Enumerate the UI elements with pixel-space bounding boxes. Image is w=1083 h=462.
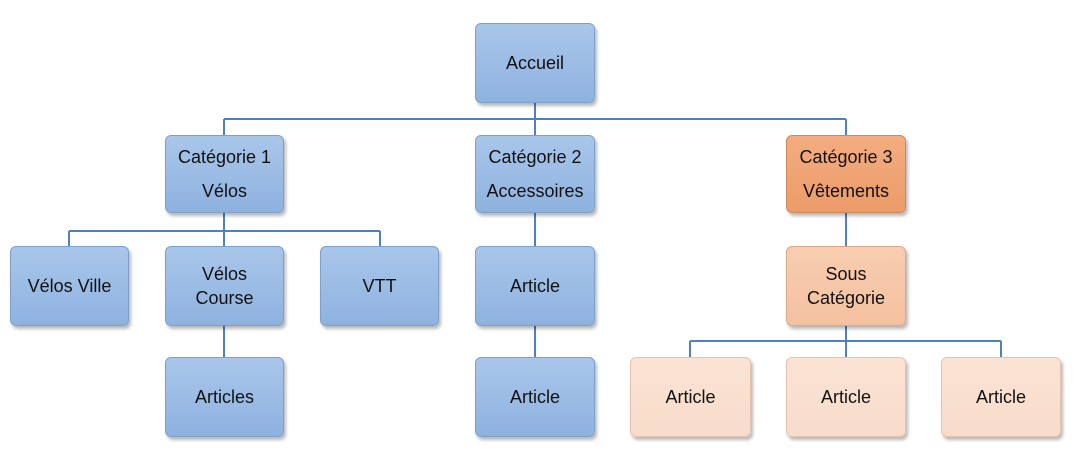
node-cat2-article-1-label: Article <box>509 276 560 296</box>
node-categorie-2-title: Catégorie 2 <box>488 147 582 167</box>
node-categorie-3-name: Vêtements <box>802 181 890 201</box>
node-sous-article-2: Article <box>786 357 906 437</box>
node-velos-course: Vélos Course <box>165 246 284 326</box>
node-sous-article-2-label: Article <box>820 387 871 407</box>
node-categorie-3: Catégorie 3 Vêtements <box>786 135 906 213</box>
node-sous-categorie-line1: Sous <box>825 264 867 284</box>
node-cat2-article-2-label: Article <box>509 387 560 407</box>
node-accueil-label: Accueil <box>505 53 565 73</box>
node-velos-course-line1: Vélos <box>201 264 248 284</box>
node-accueil: Accueil <box>475 23 595 103</box>
node-categorie-2-name: Accessoires <box>486 181 584 201</box>
node-categorie-2: Catégorie 2 Accessoires <box>475 135 595 213</box>
node-categorie-1: Catégorie 1 Vélos <box>165 135 284 213</box>
node-vtt-label: VTT <box>362 276 397 296</box>
node-sous-article-3-label: Article <box>975 387 1026 407</box>
node-velos-ville: Vélos Ville <box>10 246 129 326</box>
node-sous-article-3: Article <box>941 357 1061 437</box>
node-categorie-3-title: Catégorie 3 <box>799 147 893 167</box>
node-vtt: VTT <box>320 246 439 326</box>
node-sous-categorie: Sous Catégorie <box>786 246 906 326</box>
node-cat2-article-2: Article <box>475 357 595 437</box>
node-articles-label: Articles <box>194 387 254 407</box>
node-velos-ville-label: Vélos Ville <box>27 276 112 296</box>
node-sous-article-1: Article <box>630 357 751 437</box>
node-articles: Articles <box>165 357 284 437</box>
node-sous-categorie-line2: Catégorie <box>806 288 886 308</box>
node-cat2-article-1: Article <box>475 246 595 326</box>
node-categorie-1-name: Vélos <box>201 181 248 201</box>
node-sous-article-1-label: Article <box>665 387 716 407</box>
node-categorie-1-title: Catégorie 1 <box>177 147 272 167</box>
node-velos-course-line2: Course <box>195 288 254 308</box>
